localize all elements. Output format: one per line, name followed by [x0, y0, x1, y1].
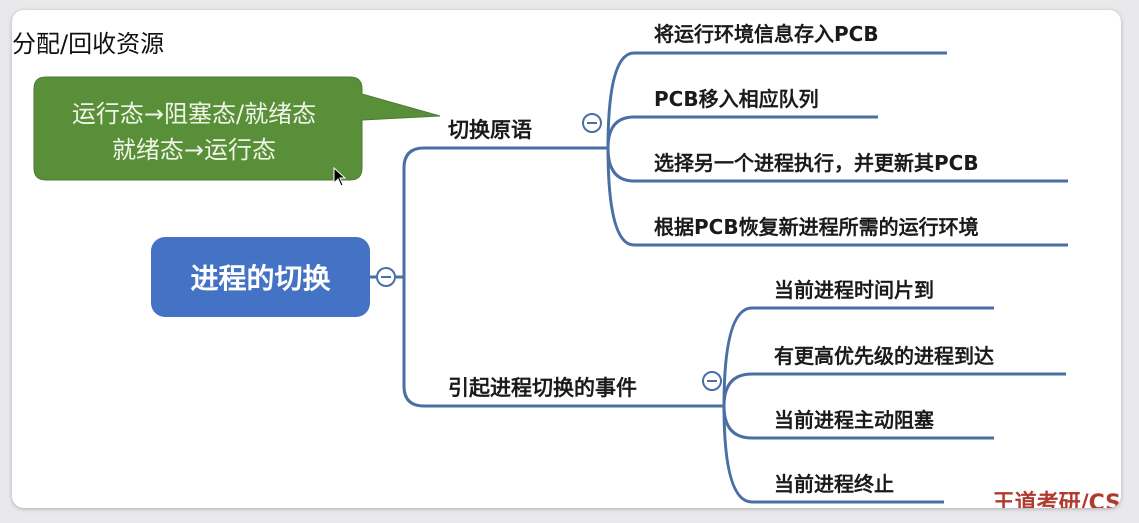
connector-b1-c2: [606, 115, 878, 149]
leaf-node[interactable]: 当前进程终止: [774, 472, 894, 496]
connector-b1-c4: [606, 147, 1068, 247]
root-node[interactable]: 进程的切换: [151, 237, 370, 317]
connector-root-branch-1: [402, 146, 570, 277]
mouse-cursor-icon: [333, 167, 347, 187]
connector-lines: [33, 51, 1068, 504]
leaf-node[interactable]: PCB移入相应队列: [654, 87, 819, 111]
callout-bubble: [33, 76, 441, 181]
header-title: 分配/回收资源: [12, 30, 165, 58]
branch-1-collapse-button[interactable]: [582, 113, 602, 133]
root-node-label: 进程的切换: [190, 262, 331, 295]
leaf-node[interactable]: 将运行环境信息存入PCB: [654, 22, 879, 46]
mindmap-canvas: 分配/回收资源 运行态→阻塞态/就绪态 就绪态→运行态 进程的切换 切换原语 引…: [12, 10, 1121, 508]
branch-2-collapse-button[interactable]: [702, 371, 722, 391]
leaf-node[interactable]: 当前进程时间片到: [774, 278, 934, 302]
watermark: 王道考研/CS: [992, 491, 1121, 508]
connector-b1-c1: [606, 51, 947, 149]
leaf-node[interactable]: 有更高优先级的进程到达: [774, 344, 994, 368]
branch-node-switch-events[interactable]: 引起进程切换的事件: [448, 376, 637, 400]
callout-line-1: 运行态→阻塞态/就绪态: [71, 100, 317, 128]
branch-node-switch-primitive[interactable]: 切换原语: [448, 118, 532, 142]
connector-b2-c4: [722, 405, 944, 504]
leaf-node[interactable]: 选择另一个进程执行，并更新其PCB: [654, 151, 979, 175]
connector-b2-c1: [722, 306, 994, 407]
leaf-node[interactable]: 根据PCB恢复新进程所需的运行环境: [654, 215, 979, 239]
callout-line-2: 就绪态→运行态: [111, 136, 277, 164]
connector-root-branch-2: [402, 277, 692, 408]
root-collapse-button[interactable]: [376, 267, 396, 287]
connector-b2-c2: [722, 372, 1066, 407]
leaf-node[interactable]: 当前进程主动阻塞: [774, 408, 934, 432]
